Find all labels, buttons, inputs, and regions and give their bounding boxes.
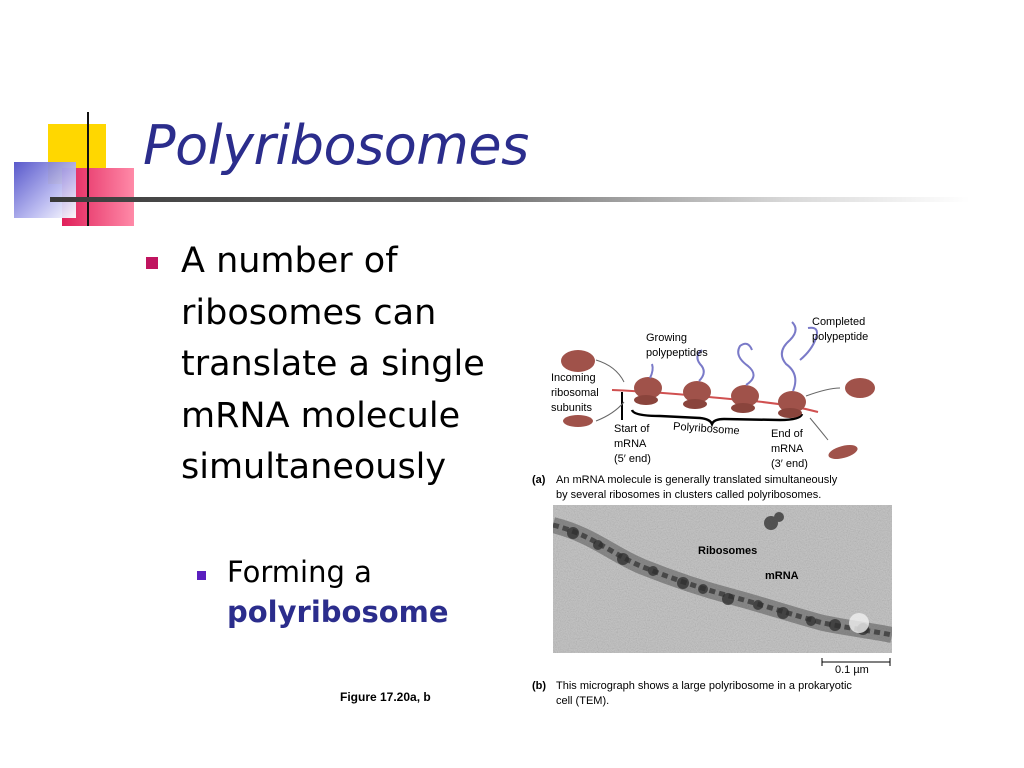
polypeptide-3 — [737, 342, 755, 386]
released-large-subunit — [845, 378, 875, 398]
bullet-square — [146, 257, 158, 269]
sub-bullet-text: Forming a polyribosome — [227, 552, 507, 632]
arrow-to-first-ribosome — [595, 359, 625, 383]
polypeptide-4 — [780, 321, 797, 392]
slide-title: Polyribosomes — [143, 114, 529, 177]
incoming-large-subunit — [561, 350, 595, 372]
released-small-subunit — [828, 445, 858, 459]
figure-reference: Figure 17.20a, b — [340, 690, 431, 704]
deco-vertical-line — [87, 112, 89, 226]
ribosome-2 — [683, 381, 711, 409]
sub-bullet-prefix: Forming a — [227, 555, 372, 589]
polypeptide-2 — [696, 349, 705, 382]
completed-polypeptide — [799, 326, 818, 361]
caption-a: An mRNA molecule is generally translated… — [556, 474, 838, 501]
sub-bullet-bold: polyribosome — [227, 595, 449, 629]
micrograph-label-ribosomes: Ribosomes — [698, 545, 758, 557]
caption-b-letter: (b) — [532, 680, 547, 692]
caption-a-letter: (a) — [532, 474, 546, 486]
polyribosome-brace — [630, 409, 804, 428]
ribosome-1 — [634, 377, 662, 405]
sub-bullet-square — [197, 571, 206, 580]
title-underline — [50, 197, 970, 202]
incoming-small-subunit — [563, 415, 593, 427]
scale-bar-label: 0.1 µm — [835, 664, 869, 676]
tem-micrograph — [553, 505, 892, 653]
ribosome-3 — [731, 385, 759, 413]
ribosome-4 — [778, 391, 806, 418]
polypeptide-1 — [649, 363, 654, 379]
deco-blue-square — [14, 162, 76, 218]
micrograph-label-mrna: mRNA — [765, 570, 799, 582]
bullet-text: A number of ribosomes can translate a si… — [181, 241, 485, 487]
caption-b: This micrograph shows a large polyriboso… — [556, 680, 852, 707]
